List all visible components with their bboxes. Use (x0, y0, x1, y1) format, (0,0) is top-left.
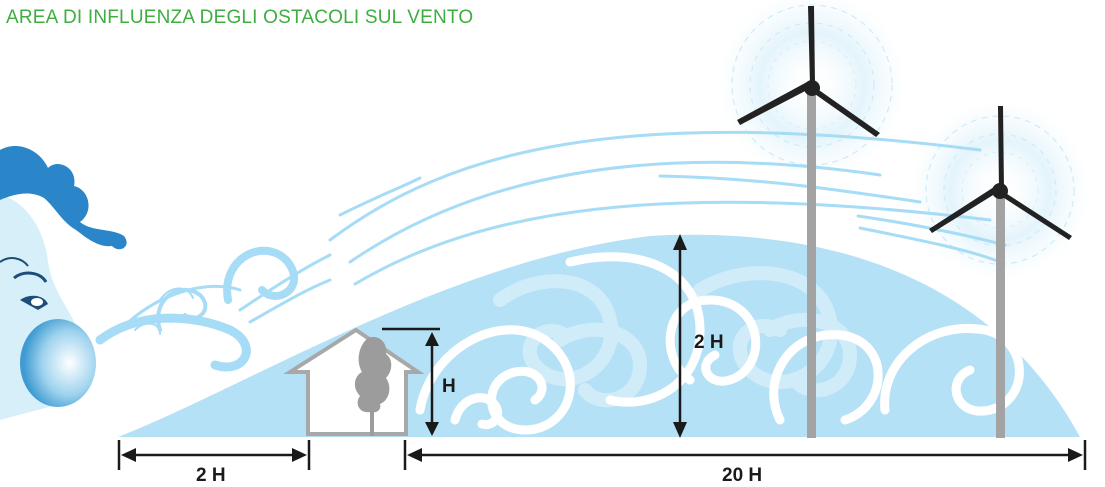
wind-turbine-icon (929, 106, 1072, 438)
turbulence-swirls (415, 252, 1024, 435)
breath-curls (95, 246, 299, 372)
turbulence-height-dimension (673, 234, 687, 438)
height-dimension (382, 327, 440, 436)
downwind-dimension (403, 440, 1087, 470)
wind-turbine-icon (737, 6, 880, 438)
downwind-distance-label: 20 H (722, 465, 762, 486)
upwind-dimension (117, 440, 311, 470)
wind-face-icon (0, 146, 127, 420)
diagram-title: AREA DI INFLUENZA DEGLI OSTACOLI SUL VEN… (6, 7, 474, 28)
height-label: H (442, 376, 456, 397)
turbulence-height-label: 2 H (694, 332, 724, 353)
wind-streams (238, 130, 1007, 324)
background-swirls (493, 266, 858, 408)
tree-icon (354, 336, 392, 436)
upwind-distance-label: 2 H (196, 465, 226, 486)
